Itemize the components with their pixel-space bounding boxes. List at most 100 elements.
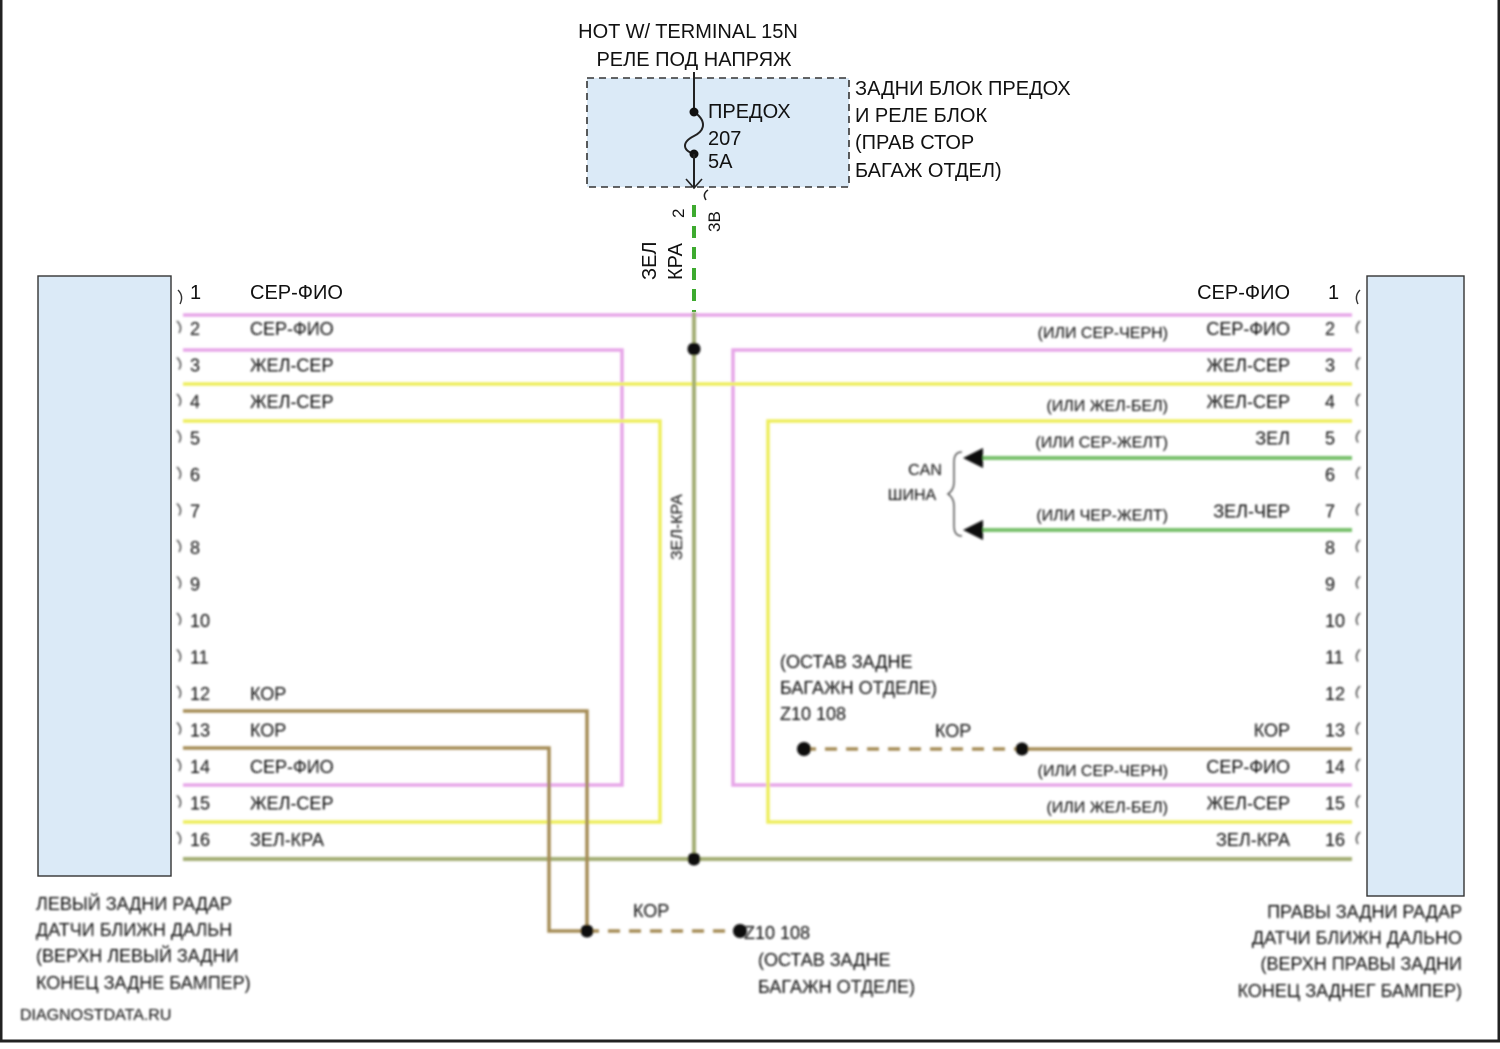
- right-pin-wire-label: ЖЕЛ-СЕР: [1207, 392, 1290, 412]
- fuse-connector-pin: 2: [669, 209, 688, 218]
- can-high-arrow-icon: [963, 448, 983, 468]
- fuse-box-name-line2: И РЕЛЕ БЛОК: [855, 105, 987, 127]
- right-module-caption-line1: ПРАВЫ ЗАДНИ РАДАР: [1267, 902, 1462, 922]
- trunk-wire-color-line2: КРА: [665, 242, 687, 280]
- right-module-caption-line2: ДАТЧИ БЛИЖН ДАЛЬНО: [1252, 928, 1462, 948]
- wiring-body: 2СЕР-ФИО3ЖЕЛ-СЕР4ЖЕЛ-СЕР56789101112КОР13…: [20, 312, 1462, 1024]
- power-title-line2: РЕЛЕ ПОД НАПРЯЖ: [596, 49, 792, 71]
- wire-ser-fio-left-loop: [183, 350, 622, 785]
- right-pin-connector-icon: [1356, 577, 1360, 589]
- left-pin-number: 11: [190, 648, 209, 668]
- ground-bottom-label-line2: БАГАЖН ОТДЕЛЕ): [758, 977, 915, 997]
- ground-right-label-line1: (ОСТАВ ЗАДНЕ: [780, 652, 912, 672]
- right-pin-number: 7: [1325, 502, 1335, 522]
- right-pin-wire-label: ЗЕЛ-ЧЕР: [1213, 502, 1290, 522]
- left-pin-connector-icon: [177, 686, 181, 698]
- right-pin-number: 10: [1325, 611, 1345, 631]
- ground-right-icon: [797, 742, 811, 756]
- right-pin-connector-icon: [1356, 832, 1360, 844]
- left-pin-number: 9: [190, 575, 200, 595]
- right-pin-wire-note: (ИЛИ СЕР-ЧЕРН): [1038, 325, 1168, 342]
- left-pin-number: 15: [190, 794, 210, 814]
- ground-right-label-line3: Z10 108: [780, 704, 846, 724]
- right-module-caption-line3: (ВЕРХН ПРАВЫ ЗАДНИ: [1261, 954, 1463, 974]
- left-pin-number: 4: [190, 392, 200, 412]
- wire-layer: [183, 312, 1352, 938]
- right-pin-connector-icon: [1356, 759, 1360, 771]
- right-pin-connector-icon: [1356, 686, 1360, 698]
- left-pin-number: 14: [190, 757, 210, 777]
- fuse-label: ПРЕДОХ: [708, 101, 791, 123]
- left-pin1-wire: СЕР-ФИО: [250, 282, 343, 304]
- right-pin-connector-icon: [1356, 650, 1360, 662]
- right-pin-number: 16: [1325, 830, 1345, 850]
- right-pin-wire-label: СЕР-ФИО: [1206, 319, 1290, 339]
- right-pin-connector-icon: [1356, 796, 1360, 808]
- left-pin1-number: 1: [190, 282, 201, 304]
- left-pin-connector-icon: [177, 431, 181, 443]
- left-pin-connector-icon: [177, 650, 181, 662]
- right-pin1-number: 1: [1328, 282, 1339, 304]
- left-pin-number: 12: [190, 684, 210, 704]
- right-pin-number: 5: [1325, 429, 1335, 449]
- right-pin-wire-label: СЕР-ФИО: [1206, 757, 1290, 777]
- trunk-wire-vertical-label: ЗЕЛ-КРА: [669, 494, 686, 560]
- right-pin-number: 11: [1325, 648, 1344, 668]
- can-low-arrow-icon: [963, 520, 983, 540]
- ground-bottom-id: Z10 108: [744, 923, 810, 943]
- left-pin-connector-icon: [177, 467, 181, 479]
- splice-kor-right: [1016, 743, 1029, 756]
- left-pin-number: 7: [190, 502, 200, 522]
- left-pin-connector-icon: [177, 832, 181, 844]
- fuse-number: 207: [708, 128, 741, 150]
- right-pin-number: 2: [1325, 319, 1335, 339]
- can-bus-label-line2: ШИНА: [888, 487, 937, 504]
- right-pin-number: 4: [1325, 392, 1335, 412]
- power-title-line1: HOT W/ TERMINAL 15N: [578, 21, 798, 43]
- right-pin-wire-note: (ИЛИ СЕР-ЧЕРН): [1038, 763, 1168, 780]
- right-pin-connector-icon: [1356, 540, 1360, 552]
- right-pin-connector-icon: [1356, 431, 1360, 443]
- left-pin-connector-icon: [177, 577, 181, 589]
- left-pin-wire-label: КОР: [250, 721, 286, 741]
- fuse-rating: 5A: [708, 151, 733, 173]
- right-pin1-wire: СЕР-ФИО: [1197, 282, 1290, 304]
- splice-zel-kra-top: [688, 343, 701, 356]
- left-pin-number: 2: [190, 319, 200, 339]
- right-pin-number: 8: [1325, 538, 1335, 558]
- right-radar-module: [1367, 276, 1464, 896]
- left-pin-connector-icon: [177, 723, 181, 735]
- left-radar-module: [38, 276, 171, 876]
- right-pin-number: 14: [1325, 757, 1345, 777]
- left-pin-wire-label: КОР: [250, 684, 286, 704]
- left-pin-number: 6: [190, 465, 200, 485]
- right-pin-wire-label: ЗЕЛ-КРА: [1216, 830, 1290, 850]
- right-pin-wire-note: (ИЛИ ЖЕЛ-БЕЛ): [1046, 398, 1168, 415]
- left-pin-connector-icon: [177, 540, 181, 552]
- can-bus-label-line1: CAN: [908, 462, 942, 479]
- left-module-caption-line4: КОНЕЦ ЗАДНЕ БАМПЕР): [36, 973, 251, 993]
- left-pin-connector-icon: [177, 613, 181, 625]
- left-module-caption-line1: ЛЕВЫЙ ЗАДНИ РАДАР: [36, 893, 232, 914]
- left-pin1-connector-icon: [178, 290, 182, 304]
- trunk-wire-color-line1: ЗЕЛ: [639, 241, 661, 280]
- right-pin-connector-icon: [1356, 504, 1360, 516]
- splice-zel-kra-bottom: [688, 853, 701, 866]
- left-pin-wire-label: СЕР-ФИО: [250, 757, 334, 777]
- left-pin-wire-label: ЖЕЛ-СЕР: [250, 392, 333, 412]
- right-pin-wire-label: ЗЕЛ: [1255, 429, 1290, 449]
- power-source: HOT W/ TERMINAL 15N РЕЛЕ ПОД НАПРЯЖ: [578, 21, 798, 71]
- right-pin-connector-icon: [1356, 358, 1360, 370]
- left-pin-connector-icon: [177, 321, 181, 333]
- left-pin-wire-label: ЗЕЛ-КРА: [250, 830, 324, 850]
- ground-bottom-wire-label: КОР: [633, 901, 669, 921]
- right-pin-connector-icon: [1356, 321, 1360, 333]
- left-pin-number: 13: [190, 721, 210, 741]
- right-pin-connector-icon: [1356, 394, 1360, 406]
- left-pin-number: 16: [190, 830, 210, 850]
- left-pin-number: 3: [190, 356, 200, 376]
- right-pin-number: 15: [1325, 794, 1345, 814]
- fuse-connector-id: 3B: [705, 211, 724, 232]
